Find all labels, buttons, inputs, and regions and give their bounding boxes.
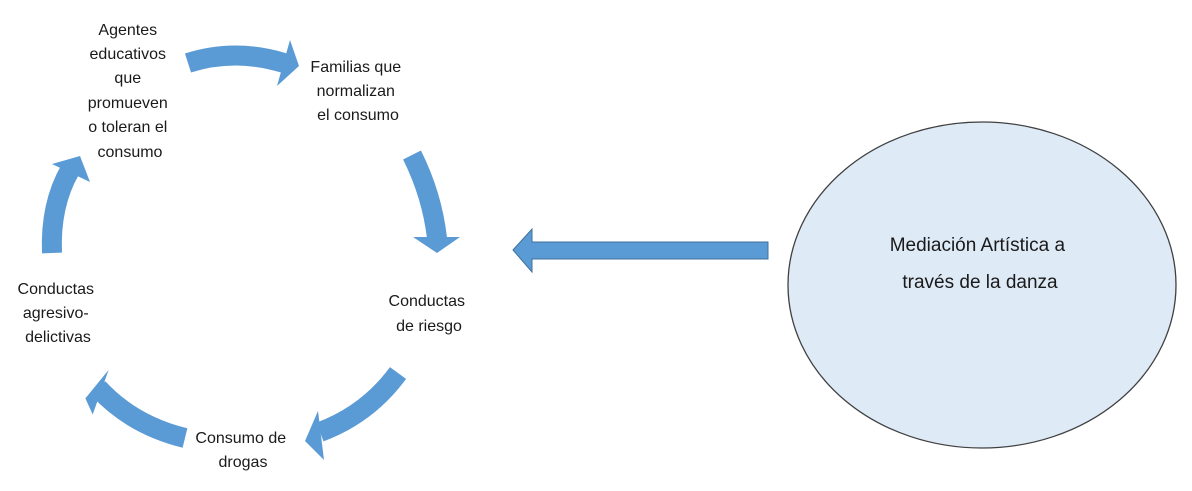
cycle-arrow-familias-to-riesgo	[403, 150, 460, 253]
cycle-arrow-agresivo-to-agentes	[41, 156, 90, 254]
cycle-arrow-drogas-to-agresivo	[85, 369, 188, 448]
mediation-ellipse	[787, 121, 1177, 449]
node-agentes: Agentes educativos que promueven o toler…	[88, 22, 173, 161]
node-familias: Familias que normalizan el consumo	[310, 59, 405, 124]
mediation-label: Mediación Artística a través de la danza	[890, 235, 1071, 293]
cycle-arrow-riesgo-to-drogas	[305, 366, 407, 460]
node-agresivo: Conductas agresivo- delictivas	[18, 281, 99, 346]
node-riesgo: Conductas de riesgo	[389, 293, 470, 335]
mediation-arrow	[512, 227, 769, 274]
node-drogas: Consumo de drogas	[195, 430, 290, 471]
cycle-arrow-agentes-to-familias	[184, 40, 299, 86]
